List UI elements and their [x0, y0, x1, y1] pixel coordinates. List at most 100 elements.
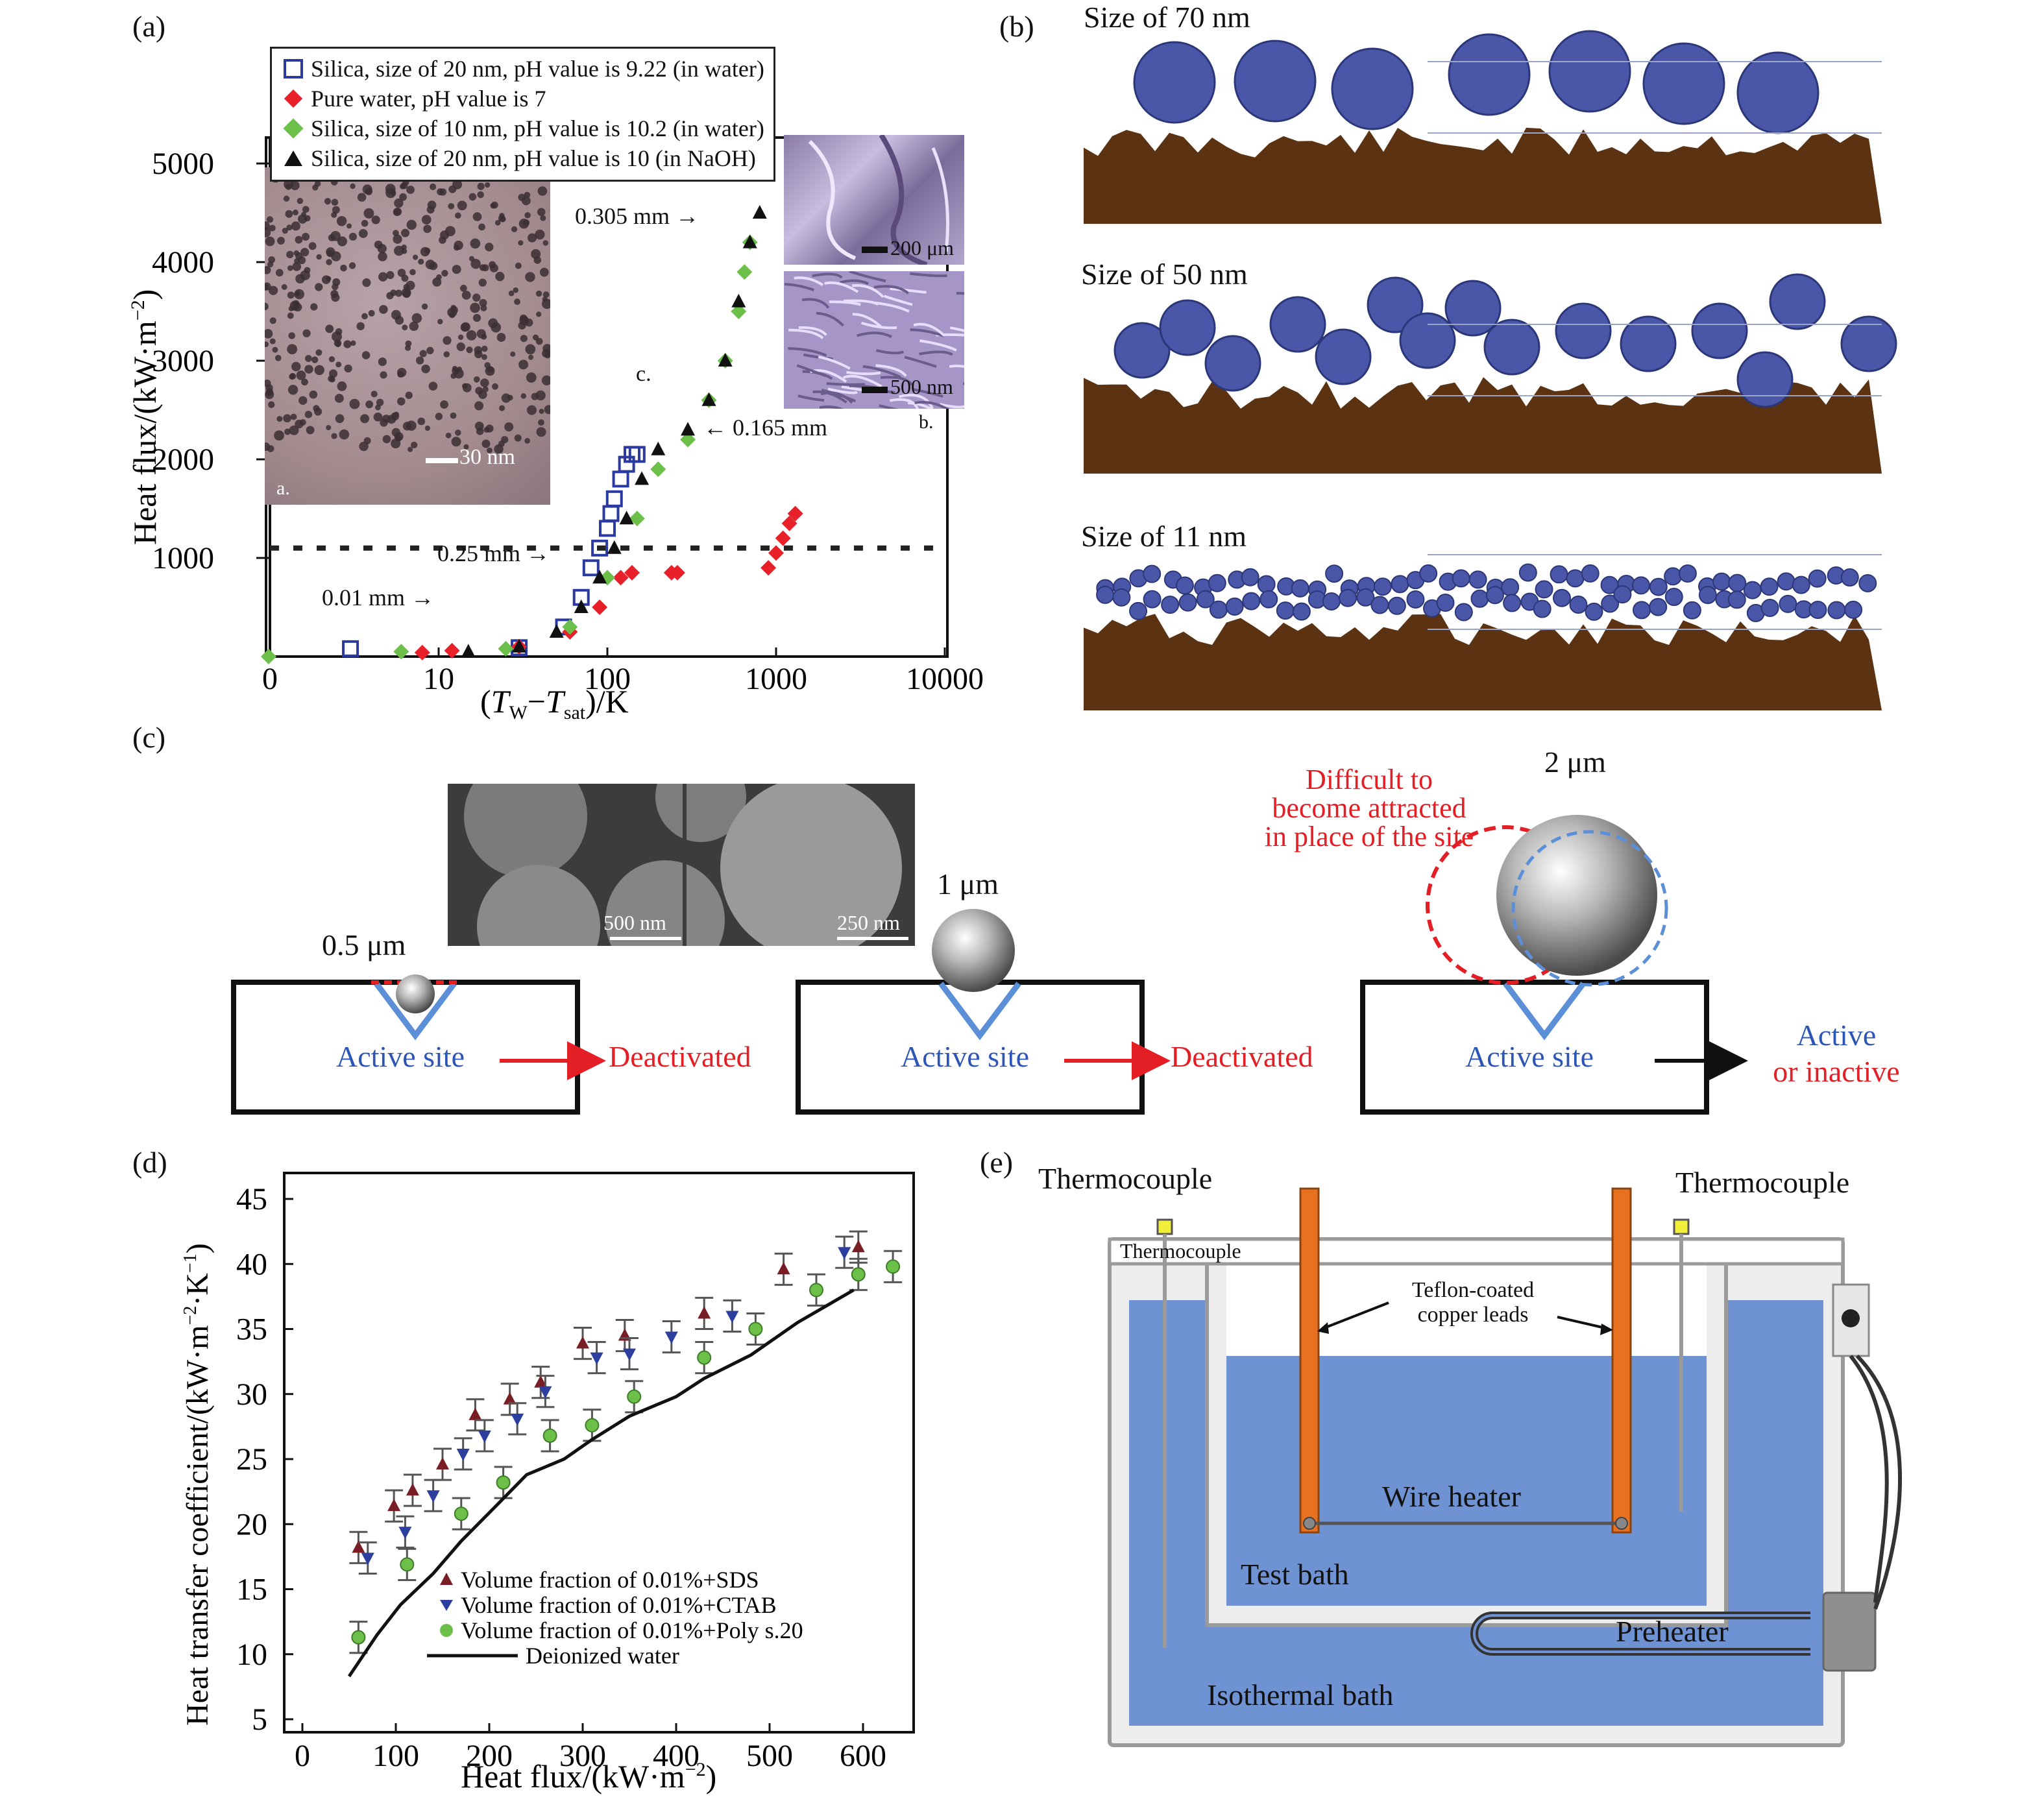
- nanoparticle-dot: [316, 254, 322, 260]
- data-point: [725, 1311, 739, 1324]
- nanoparticle-dot: [401, 228, 410, 237]
- nanoparticle-dot: [484, 182, 491, 188]
- nanoparticle-dot: [302, 232, 310, 241]
- texture-stroke: [788, 328, 824, 339]
- nanoparticle-dot: [265, 265, 271, 274]
- nanoparticle-dot: [265, 227, 271, 237]
- y-axis-label: Heat transfer coefficient/(kW·m−2·K−1): [180, 1243, 215, 1726]
- arrow-right-icon: →: [526, 540, 550, 566]
- nanoparticle-dot: [542, 296, 548, 302]
- nanoparticle-dot: [452, 265, 461, 274]
- nanoparticle-dot: [472, 212, 482, 221]
- nanoparticle-11nm: [1292, 602, 1311, 621]
- preheater-controller: [1822, 1591, 1877, 1672]
- nanoparticle-dot: [274, 430, 284, 441]
- nanoparticle-dot: [265, 236, 275, 247]
- nanoparticle-dot: [276, 236, 285, 245]
- nanoparticle-dot: [298, 396, 308, 405]
- nanoparticle-11nm: [1779, 594, 1797, 613]
- nanoparticle-11nm: [1178, 593, 1197, 612]
- nanoparticle-50nm: [1620, 315, 1677, 372]
- texture-stroke: [919, 339, 957, 352]
- nanoparticle-dot: [443, 351, 450, 357]
- nanoparticle-11nm: [1209, 600, 1228, 619]
- legend-item: Silica, size of 20 nm, pH value is 10 (i…: [281, 143, 764, 173]
- nanoparticle-11nm: [1112, 588, 1131, 607]
- nanoparticle-dot: [393, 411, 400, 418]
- nanoparticle-dot: [536, 427, 546, 437]
- nanoparticle-dot: [411, 441, 418, 448]
- data-point: [768, 545, 784, 561]
- size-label-2um: 2 μm: [1544, 745, 1606, 779]
- data-point: [539, 1386, 552, 1399]
- nanoparticle-dot: [335, 341, 341, 348]
- texture-stroke: [899, 394, 934, 409]
- nanoparticle-11nm: [1096, 585, 1115, 604]
- x-tick-label: 500: [746, 1739, 793, 1773]
- scale-label-500nm: 500 nm: [890, 375, 953, 398]
- cable-2: [1855, 1354, 1903, 1610]
- scale-bar: [426, 458, 458, 463]
- nanoparticle-dot: [535, 290, 542, 297]
- x-tick-label: 100: [372, 1739, 419, 1773]
- nanoparticle-11nm: [1698, 586, 1717, 605]
- y-tick-label: 5000: [152, 147, 214, 181]
- nanoparticle-dot: [518, 359, 529, 370]
- rough-surface: [1084, 127, 1882, 224]
- texture-stroke: [910, 272, 947, 278]
- nanoparticle-dot: [440, 400, 448, 409]
- nanoparticle-11nm: [1566, 569, 1585, 588]
- nanoparticle-dot: [331, 251, 341, 261]
- texture-stroke: [842, 374, 882, 388]
- nanoparticle-dot: [265, 329, 273, 339]
- nanoparticle-11nm: [1454, 603, 1473, 622]
- nanoparticle-dot: [344, 364, 352, 373]
- nanoparticle-11nm: [1678, 564, 1697, 583]
- nanoparticle-dot: [542, 291, 550, 298]
- legend-marker-icon: [440, 1624, 453, 1637]
- data-point: [650, 461, 666, 477]
- nanoparticle-dot: [459, 284, 467, 292]
- data-point: [511, 1413, 524, 1426]
- x-tick-label: 400: [653, 1739, 700, 1773]
- nanoparticle-50nm: [1840, 315, 1897, 372]
- legend-label: Volume fraction of 0.01%+CTAB: [461, 1592, 777, 1618]
- nanoparticle-dot: [310, 303, 318, 311]
- nanoparticle-dot: [406, 186, 415, 194]
- legend-label: Deionized water: [526, 1643, 679, 1669]
- x-axis-label: Heat flux/(kW·m−2): [461, 1758, 716, 1795]
- data-point: [534, 1375, 548, 1388]
- nanoparticle-dot: [332, 206, 340, 214]
- nanoparticle-dot: [472, 313, 481, 322]
- triangle-marker-icon: [284, 151, 302, 166]
- nanoparticle-dot: [350, 340, 356, 346]
- data-point: [592, 599, 608, 615]
- nanoparticle-dot: [274, 354, 282, 361]
- chart-legend: Silica, size of 20 nm, pH value is 9.22 …: [270, 47, 775, 182]
- nanoparticle-dot: [269, 224, 276, 232]
- nanoparticle-11nm: [1760, 577, 1779, 596]
- nanoparticle-dot: [374, 240, 383, 249]
- nanoparticle-dot: [299, 419, 306, 426]
- size-label-1um: 1 μm: [937, 867, 999, 900]
- nanoparticle-dot: [542, 349, 550, 358]
- nanoparticle-dot: [522, 219, 530, 226]
- nanoparticle-dot: [335, 414, 345, 424]
- nanoparticle-dot: [313, 407, 322, 416]
- nanoparticle-50nm: [1315, 328, 1372, 385]
- panel-c: 500 nm 250 nm 0.5 μm 1 μm 2 μm Difficult…: [130, 740, 1947, 1142]
- scale-label-30nm: 30 nm: [459, 445, 515, 469]
- preheater-label: Preheater: [1616, 1615, 1729, 1648]
- nanoparticle-50nm: [1159, 299, 1216, 356]
- nanoparticle-dot: [265, 384, 273, 392]
- texture-stroke: [797, 394, 825, 402]
- scale-bar: [862, 387, 888, 393]
- nanoparticle-dot: [276, 416, 283, 422]
- nanoparticle-dot: [405, 340, 412, 347]
- y-tick-label: 5: [252, 1702, 267, 1737]
- nanoparticle-dot: [494, 220, 501, 226]
- x-tick-label: 10: [423, 662, 454, 696]
- annotation-001mm: 0.01 mm →: [322, 585, 435, 610]
